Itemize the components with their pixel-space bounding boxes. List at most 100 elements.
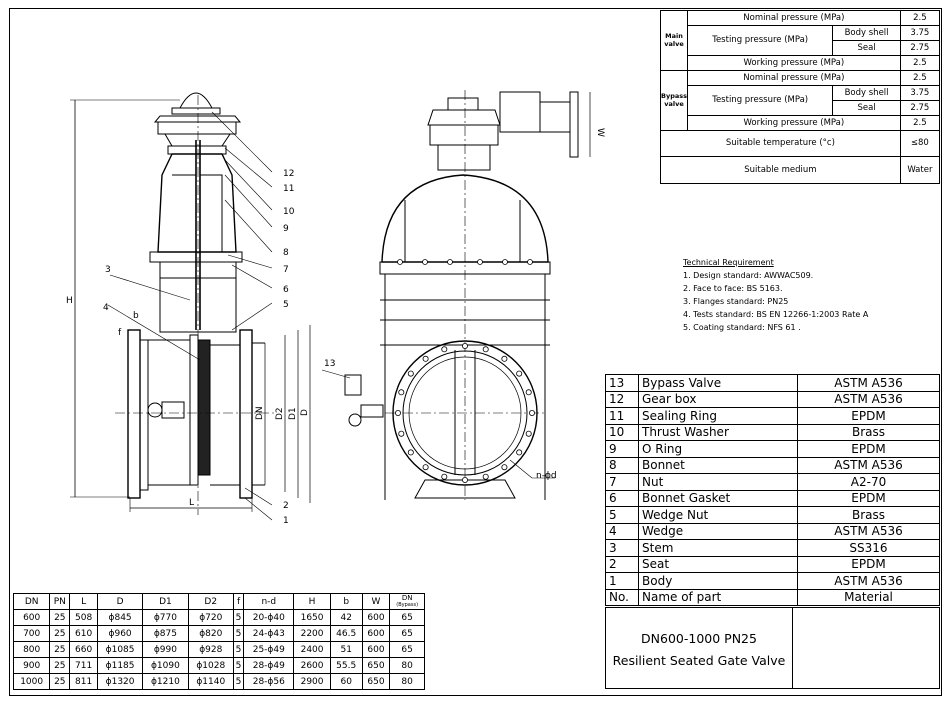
dims-cell: 600 (361, 641, 391, 658)
drawing-frame (9, 8, 942, 696)
dims-cell: 46.5 (329, 625, 363, 642)
callout-7: 7 (283, 265, 289, 275)
dim-d2: D2 (275, 407, 285, 420)
parts-cell: 4 (605, 522, 639, 540)
dims-cell: 25 (49, 641, 71, 658)
title-line-1: DN600-1000 PN25 (641, 631, 757, 646)
dims-cell: ϕ960 (96, 625, 144, 642)
parts-cell: 13 (605, 374, 639, 392)
parts-header-cell: Name of part (638, 588, 798, 606)
title-line-2: Resilient Seated Gate Valve (612, 653, 786, 668)
parts-cell: Stem (638, 539, 798, 557)
callout-2: 2 (283, 501, 289, 511)
nominal-pressure-label: Nominal pressure (MPa) (686, 10, 901, 26)
technical-requirements: Technical Requirement 1. Design standard… (683, 256, 868, 334)
parts-header-cell: No. (605, 588, 639, 606)
parts-cell: EPDM (797, 407, 940, 425)
dims-cell: 5 (232, 625, 245, 642)
flange-bolt-hole (422, 464, 429, 471)
parts-cell: Bypass Valve (638, 374, 798, 392)
dims-cell: 65 (389, 609, 425, 626)
flange-bolt-hole (461, 342, 468, 349)
parts-cell: Seat (638, 555, 798, 573)
callout-9: 9 (283, 224, 289, 234)
parts-cell: Sealing Ring (638, 407, 798, 425)
dims-cell: 80 (389, 673, 425, 690)
dims-cell: 650 (361, 673, 391, 690)
parts-cell: EPDM (797, 555, 940, 573)
dims-cell: ϕ1090 (142, 657, 189, 674)
dn-bypass-top: DN (401, 593, 413, 602)
parts-cell: ASTM A536 (797, 522, 940, 540)
parts-cell: 1 (605, 572, 639, 590)
suitable-medium-value: Water (899, 156, 941, 184)
flange-bolt-hole (394, 409, 401, 416)
dims-cell: 800 (12, 641, 51, 658)
dims-cell: ϕ1028 (187, 657, 234, 674)
dims-header-cell: f (232, 593, 245, 610)
parts-cell: 10 (605, 423, 639, 441)
tech-title: Technical Requirement (683, 258, 774, 267)
flange-bolt-hole (529, 409, 536, 416)
seal-label: Seal (832, 39, 901, 56)
dims-cell: 42 (329, 609, 363, 626)
dims-cell: 2200 (293, 625, 331, 642)
dims-cell: 2400 (293, 641, 331, 658)
dims-cell: 80 (389, 657, 425, 674)
dims-cell: 711 (69, 657, 98, 674)
flange-bolt-hole (516, 449, 523, 456)
parts-cell: 12 (605, 390, 639, 408)
seal-bypass: 2.75 (899, 99, 941, 116)
callout-6: 6 (283, 285, 289, 295)
dims-cell: ϕ820 (187, 625, 234, 642)
flange-bolt-hole (441, 346, 448, 353)
parts-cell: ASTM A536 (797, 572, 940, 590)
dims-cell: 5 (232, 657, 245, 674)
flange-bolt-hole (461, 476, 468, 483)
parts-cell: Gear box (638, 390, 798, 408)
parts-cell: O Ring (638, 440, 798, 458)
dims-cell: 811 (69, 673, 98, 690)
tech-item: 2. Face to face: BS 5163. (683, 284, 783, 293)
suitable-temperature-label: Suitable temperature (°c) (660, 129, 901, 158)
parts-cell: Brass (797, 423, 940, 441)
title-block-side (792, 607, 940, 689)
dims-cell: 660 (69, 641, 98, 658)
callout-8: 8 (283, 248, 289, 258)
dims-header-cell: DN (12, 593, 51, 610)
dims-cell: 5 (232, 673, 245, 690)
parts-cell: 8 (605, 456, 639, 474)
parts-cell: 5 (605, 506, 639, 524)
callout-5: 5 (283, 300, 289, 310)
nominal-pressure-bypass: 2.5 (899, 69, 941, 86)
dims-cell: 25 (49, 609, 71, 626)
callout-11: 11 (283, 184, 294, 194)
dims-cell: 600 (361, 625, 391, 642)
parts-cell: SS316 (797, 539, 940, 557)
flange-bolt-hole (501, 355, 508, 362)
dims-cell: 24-ϕ43 (243, 625, 295, 642)
main-valve-label: Main valve (660, 10, 688, 71)
flange-bolt-hole (516, 370, 523, 377)
dims-cell: 60 (329, 673, 363, 690)
dims-cell: 25 (49, 657, 71, 674)
parts-cell: EPDM (797, 489, 940, 507)
callout-13: 13 (324, 359, 335, 369)
dims-cell: 28-ϕ49 (243, 657, 295, 674)
dims-cell: 25 (49, 673, 71, 690)
testing-pressure-label-bypass: Testing pressure (MPa) (686, 84, 834, 116)
flange-bolt-hole (525, 389, 532, 396)
dims-cell: 2900 (293, 673, 331, 690)
parts-cell: 3 (605, 539, 639, 557)
